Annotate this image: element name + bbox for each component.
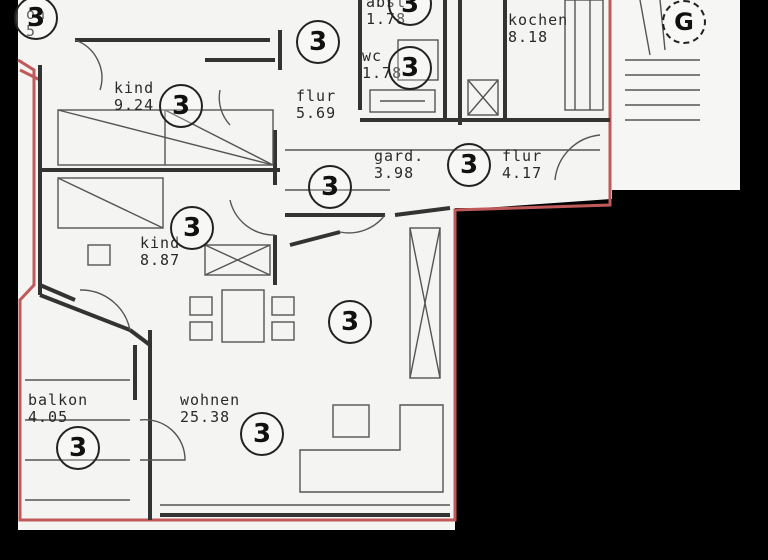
stair-marker: G — [662, 0, 706, 44]
marker-badge: 3 — [170, 206, 214, 250]
masked-area — [455, 190, 768, 560]
marker-badge: 3 — [447, 143, 491, 187]
marker-badge: 3 — [296, 20, 340, 64]
masked-edge-bottom — [0, 530, 460, 560]
marker-badge: 3 — [240, 412, 284, 456]
marker-badge: 3 — [14, 0, 58, 40]
outline-top-left — [19, 68, 41, 82]
building-outline — [17, 0, 612, 522]
room-gard: gard.3.98 — [374, 147, 425, 182]
marker-badge: 3 — [56, 426, 100, 470]
marker-badge: 3 — [159, 84, 203, 128]
masked-edge-left — [0, 0, 18, 560]
marker-badge: 3 — [308, 165, 352, 209]
marker-badge: 3 — [388, 46, 432, 90]
marker-badge: 3 — [328, 300, 372, 344]
thin-lines — [25, 0, 700, 506]
paper-sheet — [18, 0, 740, 530]
walls — [38, 0, 610, 520]
